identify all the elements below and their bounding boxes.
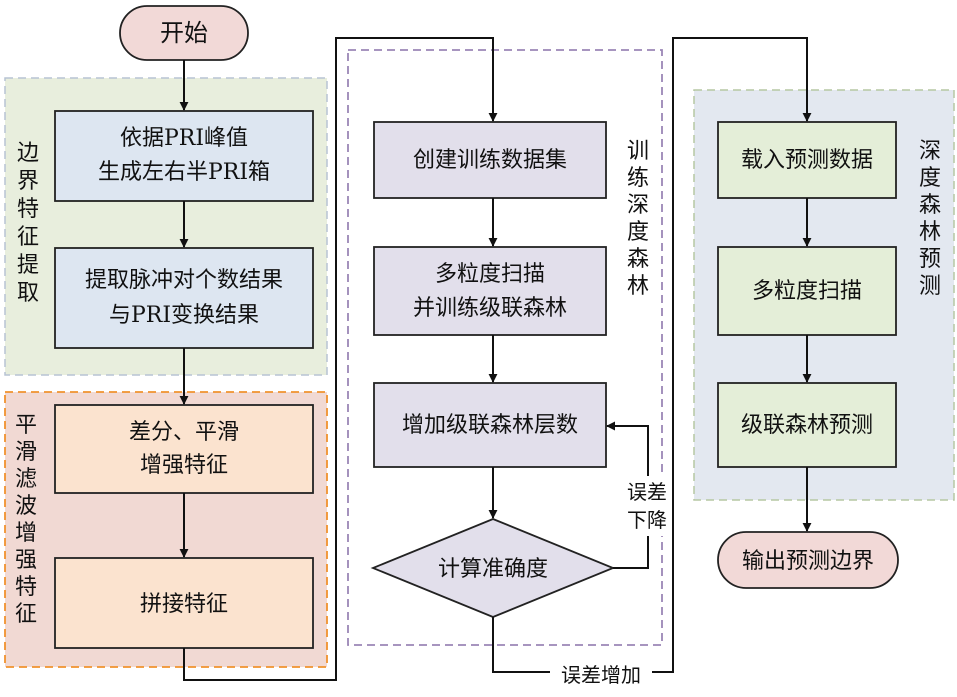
label-char: 平 [15,413,37,438]
deep-forest-training-group [347,49,663,646]
label-char: 深 [627,193,649,218]
multi-grain-scan-box [717,246,897,336]
loop-label-bg [622,476,672,536]
generate-pri-bins-box [54,110,314,202]
loop-label-line: 下降 [627,508,667,532]
arrow-concat-to-training [183,37,498,681]
loop-label-line: 误差 [627,480,667,504]
add-forest-layers-box [373,382,607,468]
step-text-line: 依据PRI峰值 [120,126,248,151]
label-char: 训 [627,139,649,164]
step-text-line: 增加级联森林层数 [402,413,578,438]
connectors [179,37,812,681]
step-text-line: 与PRI变换结果 [109,303,259,328]
step-text-line: 拼接特征 [140,592,228,617]
label-char: 深 [919,139,941,164]
label-char: 界 [17,169,39,194]
boundary-group-label: 边 界 特 征 提 取 [17,141,39,306]
end-terminal [717,531,899,589]
arrow-exit-error-increase [492,617,550,673]
end-label: 输出预测边界 [742,549,874,574]
label-char: 测 [919,274,941,299]
label-char: 练 [627,166,649,191]
label-char: 度 [919,166,941,191]
prediction-group-label: 深 度 森 林 预 测 [919,139,941,299]
step-text-line: 差分、平滑 [129,420,239,445]
label-char: 预 [919,247,941,272]
label-char: 度 [627,220,649,245]
load-prediction-data-box [717,121,897,199]
cascade-forest-predict-box [717,382,897,468]
step-text-line: 级联森林预测 [741,413,873,438]
label-char: 特 [17,197,39,222]
step-text-line: 创建训练数据集 [413,148,567,173]
label-char: 波 [15,494,37,519]
label-char: 滑 [15,440,37,465]
step-text-line: 增强特征 [140,453,228,478]
label-char: 边 [17,141,39,166]
arrow-exit-to-prediction [652,37,812,673]
label-char: 森 [627,247,649,272]
extract-pulse-pairs-box [54,247,314,349]
step-text-line: 多粒度扫描 [435,262,545,287]
label-char: 征 [15,602,37,627]
concat-features-box [54,557,314,649]
step-text-line: 提取脉冲对个数结果 [85,268,283,293]
decision-label: 计算准确度 [438,557,548,582]
diff-smooth-box [54,404,314,494]
label-char: 特 [15,575,37,600]
train-cascade-forest-box [373,246,607,336]
label-char: 征 [17,225,39,250]
step-text-line: 多粒度扫描 [752,279,862,304]
label-char: 森 [919,193,941,218]
label-char: 增 [15,521,37,546]
exit-label: 误差增加 [561,663,641,687]
step-text-line: 载入预测数据 [741,148,873,173]
label-char: 强 [15,548,37,573]
label-char: 提 [17,253,39,278]
step-text-line: 并训练级联森林 [413,296,567,321]
label-char: 林 [919,220,941,245]
step-text-line: 生成左右半PRI箱 [98,160,270,185]
training-group-label: 训 练 深 度 森 林 [627,139,649,299]
start-label: 开始 [160,19,208,47]
label-char: 取 [17,281,39,306]
smoothing-group-label: 平 滑 滤 波 增 强 特 征 [15,413,37,627]
label-char: 林 [627,274,649,299]
create-training-set-box [373,121,607,199]
label-char: 滤 [15,467,37,492]
